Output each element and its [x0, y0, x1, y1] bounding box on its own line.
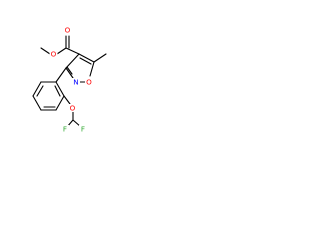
bond-carbonyl-ring-c4 — [65, 47, 80, 55]
bond-c4-c5-inner — [79, 57, 92, 65]
bond-phenyl-6 — [55, 81, 65, 97]
fluorine-right-atom: F — [79, 125, 87, 134]
bond-c3-c4 — [65, 53, 80, 69]
fluorine-left-label: F — [63, 125, 67, 134]
ring-nitrogen-label: N — [73, 78, 78, 87]
carbonyl-oxygen-label: O — [65, 26, 71, 35]
ester-oxygen-label: O — [51, 50, 57, 59]
bond-c5-methyl — [93, 53, 107, 63]
bond-c4-c5 — [78, 53, 95, 63]
bond-lines — [32, 35, 107, 128]
ring-oxygen-label: O — [86, 78, 92, 87]
bond-n2-c3 — [65, 67, 74, 79]
ether-oxygen-atom: O — [68, 104, 77, 113]
bond-phenyl-5 — [55, 95, 65, 111]
fluorine-left-atom: F — [61, 125, 69, 134]
bond-n2-c3-inner — [66, 66, 73, 75]
chemical-structure-diagram: O O O N O F F — [32, 26, 107, 134]
bond-c5-o1 — [89, 61, 95, 77]
carbonyl-oxygen-atom: O — [63, 26, 72, 35]
bond-phenyl-ether-oxygen — [63, 95, 71, 105]
bond-c3-phenyl — [55, 67, 67, 83]
bond-phenyl-inner-1 — [36, 85, 44, 97]
bond-phenyl-3 — [32, 95, 42, 111]
ester-oxygen-atom: O — [49, 50, 58, 59]
fluorine-right-label: F — [81, 125, 85, 134]
ether-oxygen-label: O — [70, 104, 76, 113]
ring-oxygen-atom: O — [85, 78, 93, 87]
bond-phenyl-2 — [32, 81, 42, 97]
bond-oxygen-carbonyl-carbon — [56, 47, 67, 55]
bond-phenyl-inner-3 — [54, 85, 61, 97]
bond-methyl-oxygen — [40, 47, 51, 55]
ring-nitrogen-atom: N — [72, 78, 80, 87]
atom-labels: O O O N O F F — [49, 26, 93, 134]
